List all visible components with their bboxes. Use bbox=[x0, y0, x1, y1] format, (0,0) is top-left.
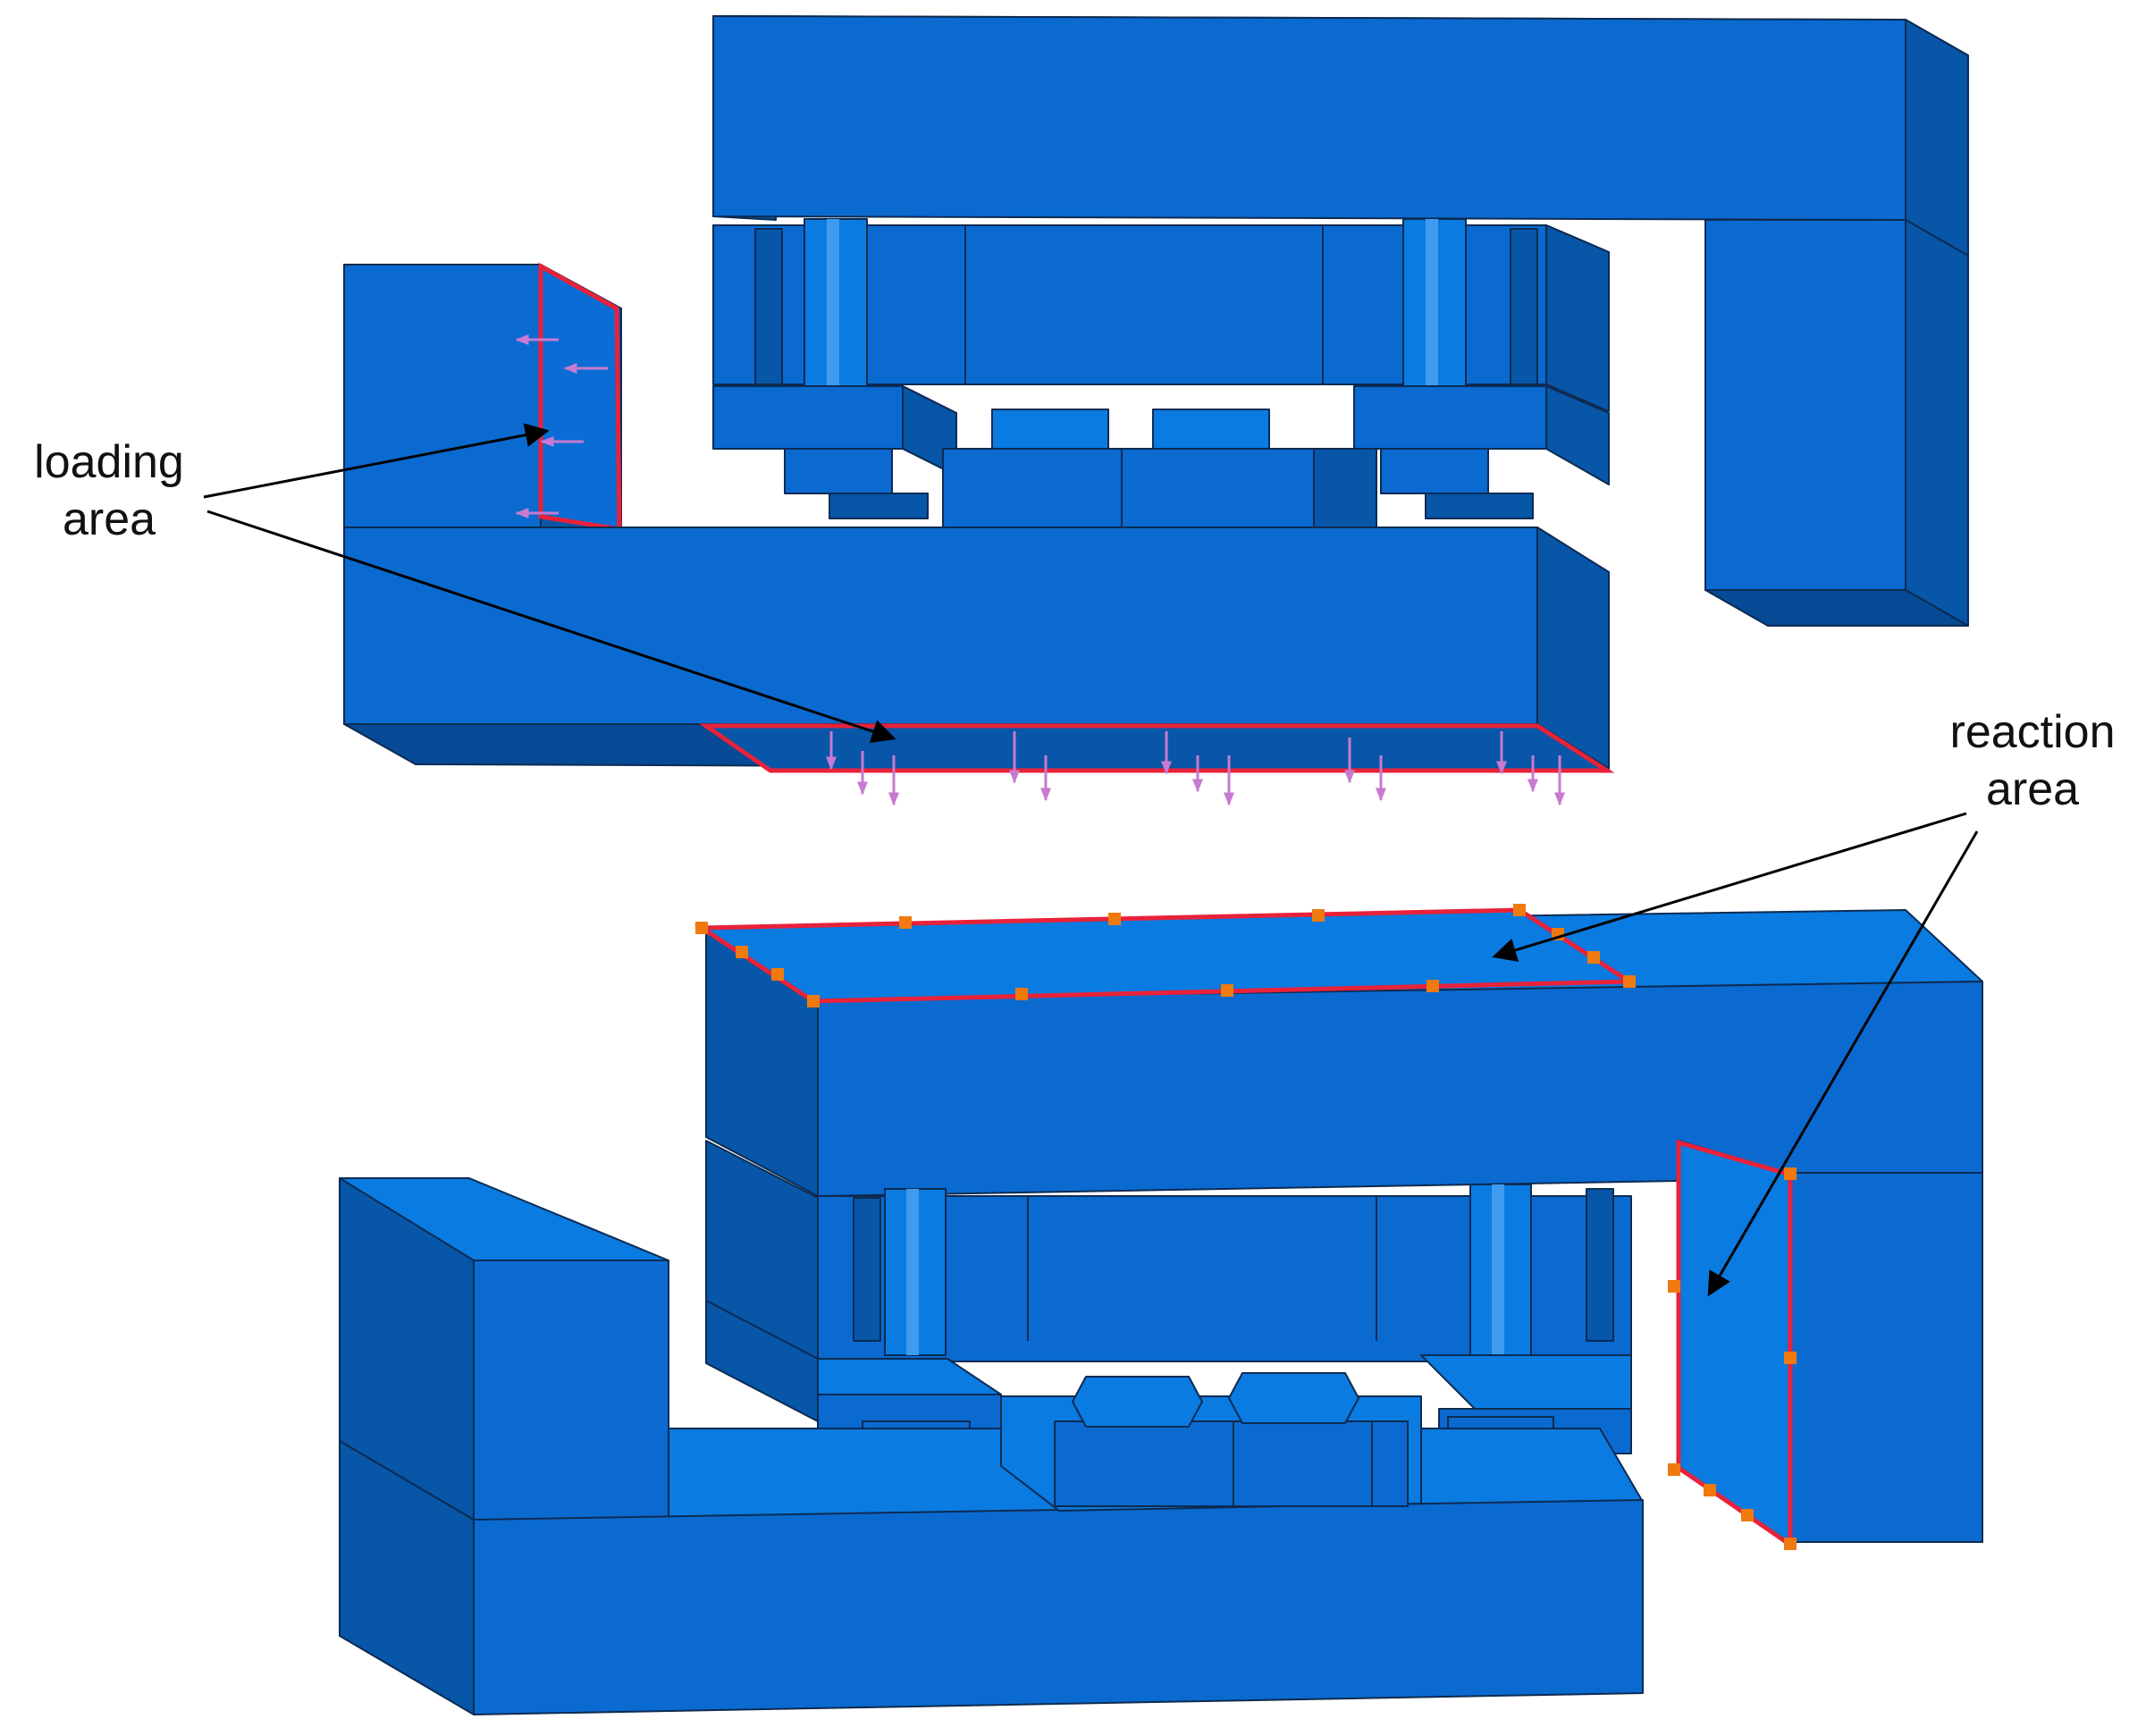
loading-face-bottom bbox=[699, 723, 1615, 806]
loading-arrow-upper bbox=[203, 423, 550, 499]
loading-arrow-lower bbox=[206, 510, 896, 744]
upper-nut-right bbox=[1380, 448, 1534, 519]
upper-left-plate bbox=[712, 385, 957, 476]
lower-bolt-right bbox=[1469, 1184, 1532, 1356]
constraint-markers-top bbox=[695, 904, 1636, 1007]
reaction-face-side bbox=[1668, 1139, 1797, 1550]
upper-assembly bbox=[343, 15, 1969, 806]
reaction-label-line2: area bbox=[1986, 763, 2079, 815]
lower-assembly bbox=[339, 904, 1983, 1715]
lower-bolt-left bbox=[884, 1188, 947, 1356]
loading-label-line1: loading bbox=[34, 436, 184, 488]
upper-top-beam bbox=[712, 15, 1969, 257]
lower-center-block bbox=[1000, 1372, 1422, 1512]
upper-center-block bbox=[942, 409, 1377, 528]
upper-nut-left bbox=[784, 448, 929, 519]
reaction-label-line1: reaction bbox=[1950, 706, 2116, 758]
upper-bolt-right bbox=[1402, 218, 1467, 390]
load-arrows-vertical bbox=[826, 731, 1565, 806]
upper-right-leg bbox=[1704, 219, 1969, 627]
reaction-annotation: reaction area bbox=[1492, 706, 2116, 1297]
lower-left-jaw bbox=[339, 1177, 669, 1521]
reaction-face-top bbox=[694, 904, 1637, 1007]
upper-right-plate bbox=[1353, 385, 1610, 485]
upper-bolt-left bbox=[804, 218, 868, 390]
loading-label-line2: area bbox=[63, 493, 156, 545]
reaction-arrow-top bbox=[1492, 812, 1967, 962]
constraint-markers-side bbox=[1668, 1167, 1797, 1550]
reaction-arrow-side bbox=[1707, 830, 1979, 1297]
loading-annotation: loading area bbox=[34, 423, 896, 744]
